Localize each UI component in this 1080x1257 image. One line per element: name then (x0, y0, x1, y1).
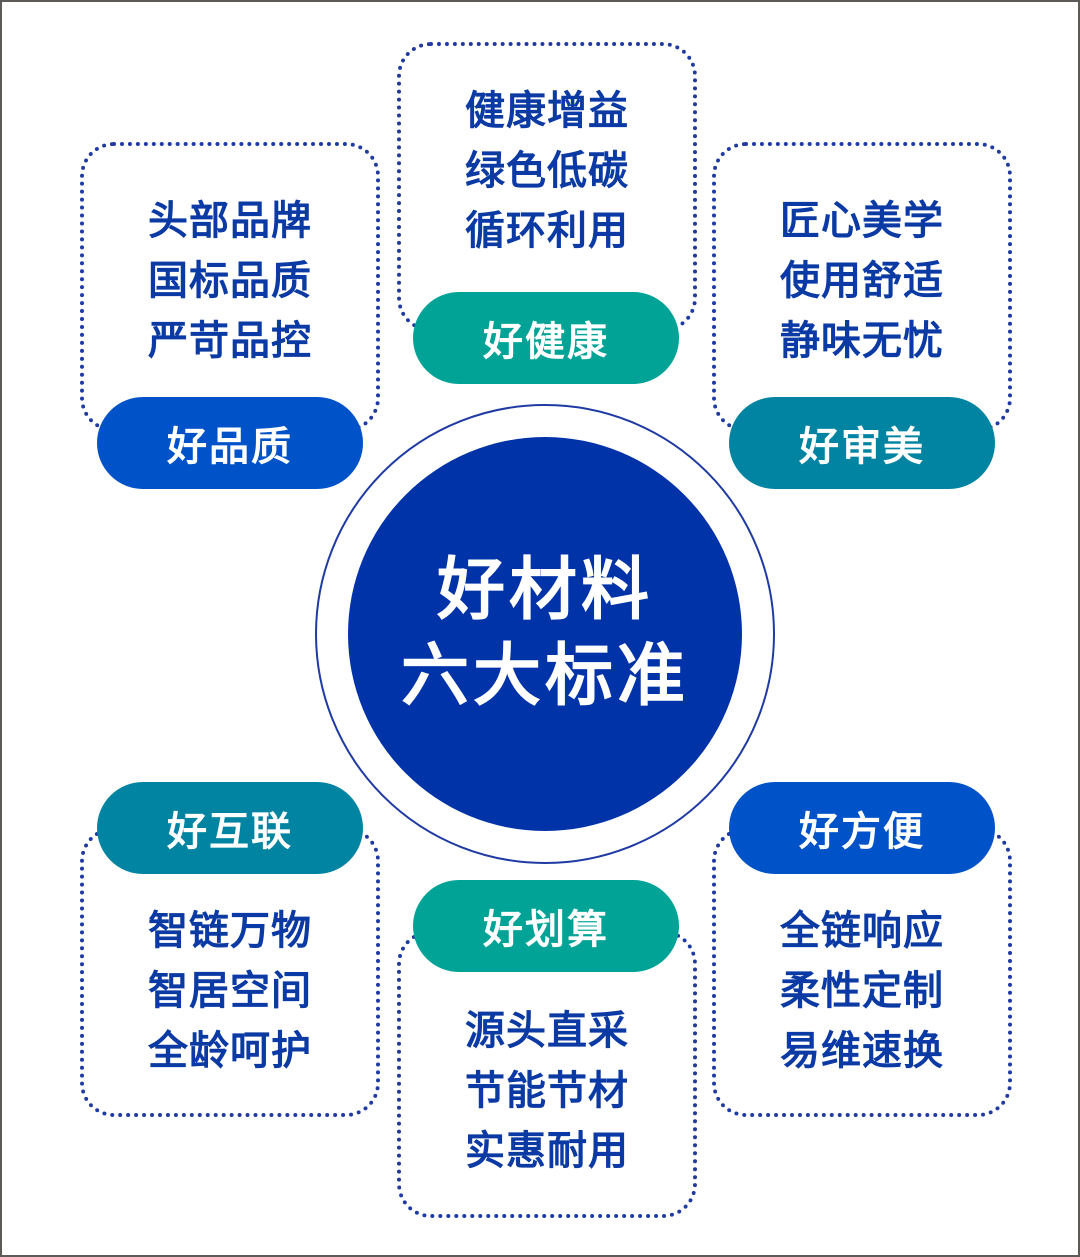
card-health: 健康增益 绿色低碳 循环利用 (397, 42, 697, 332)
card-aesthetics: 匠心美学 使用舒适 静味无忧 (712, 142, 1012, 432)
card-convenience-items: 全链响应 柔性定制 易维速换 (716, 906, 1008, 1076)
pill-health: 好健康 (413, 292, 679, 384)
card-item: 国标品质 (148, 258, 312, 304)
card-item: 实惠耐用 (465, 1128, 629, 1174)
card-item: 使用舒适 (780, 258, 944, 304)
card-item: 智居空间 (148, 968, 312, 1014)
card-item: 全龄呵护 (148, 1028, 312, 1074)
card-connectivity-items: 智链万物 智居空间 全龄呵护 (84, 906, 376, 1076)
pill-convenience: 好方便 (729, 782, 995, 874)
card-convenience: 全链响应 柔性定制 易维速换 (712, 827, 1012, 1117)
card-item: 循环利用 (465, 208, 629, 254)
card-item: 匠心美学 (780, 198, 944, 244)
card-item: 头部品牌 (148, 198, 312, 244)
card-item: 绿色低碳 (465, 148, 629, 194)
card-value-items: 源头直采 节能节材 实惠耐用 (401, 1006, 693, 1176)
card-item: 健康增益 (465, 88, 629, 134)
card-health-items: 健康增益 绿色低碳 循环利用 (401, 86, 693, 256)
card-quality-items: 头部品牌 国标品质 严苛品控 (84, 196, 376, 366)
card-value: 源头直采 节能节材 实惠耐用 (397, 930, 697, 1218)
center-title-line1: 好材料 (436, 551, 653, 630)
card-item: 全链响应 (780, 908, 944, 954)
card-item: 源头直采 (465, 1008, 629, 1054)
card-item: 易维速换 (780, 1028, 944, 1074)
center-title-line2: 六大标准 (400, 637, 689, 716)
card-quality: 头部品牌 国标品质 严苛品控 (80, 142, 380, 432)
card-item: 节能节材 (465, 1068, 629, 1114)
pill-quality: 好品质 (97, 397, 363, 489)
card-item: 静味无忧 (780, 318, 944, 364)
pill-connectivity: 好互联 (97, 782, 363, 874)
pill-aesthetics: 好审美 (729, 397, 995, 489)
card-item: 严苛品控 (148, 318, 312, 364)
center-hub: 好材料 六大标准 (348, 437, 742, 831)
card-aesthetics-items: 匠心美学 使用舒适 静味无忧 (716, 196, 1008, 366)
pill-value: 好划算 (413, 880, 679, 972)
card-item: 智链万物 (148, 908, 312, 954)
card-item: 柔性定制 (780, 968, 944, 1014)
